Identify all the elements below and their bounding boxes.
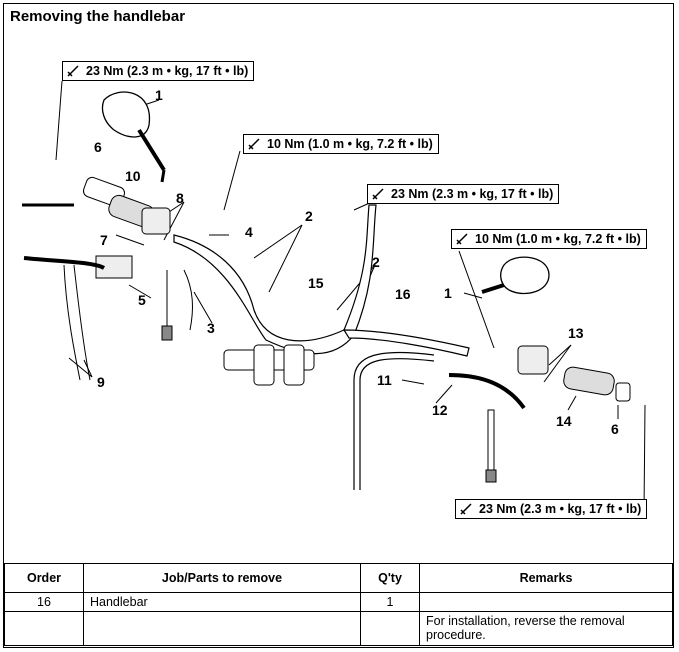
torque-value: 23 Nm (2.3 m • kg, 17 ft • lb) <box>86 64 249 78</box>
callout-11: 11 <box>377 372 392 388</box>
parts-table: Order Job/Parts to remove Q'ty Remarks 1… <box>4 563 673 646</box>
torque-wrench-icon <box>247 137 261 151</box>
callout-3: 3 <box>207 320 215 336</box>
exploded-diagram <box>22 80 646 514</box>
table-cell <box>360 611 420 646</box>
torque-spec-2: 10 Nm (1.0 m • kg, 7.2 ft • lb) <box>243 134 439 154</box>
torque-value: 23 Nm (2.3 m • kg, 17 ft • lb) <box>479 502 642 516</box>
table-row: For installation, reverse the removal pr… <box>4 611 673 646</box>
table-header: Remarks <box>419 563 673 593</box>
table-cell: For installation, reverse the removal pr… <box>419 611 673 646</box>
torque-wrench-icon <box>371 187 385 201</box>
callout-8: 8 <box>176 190 184 206</box>
callout-1-right: 1 <box>444 285 452 301</box>
callout-13: 13 <box>568 325 584 341</box>
callout-5: 5 <box>138 292 146 308</box>
torque-value: 23 Nm (2.3 m • kg, 17 ft • lb) <box>391 187 554 201</box>
callout-2: 2 <box>305 208 313 224</box>
torque-wrench-icon <box>459 502 473 516</box>
torque-value: 10 Nm (1.0 m • kg, 7.2 ft • lb) <box>475 232 641 246</box>
callout-16: 16 <box>395 286 411 302</box>
table-row: 16 Handlebar 1 <box>4 592 673 612</box>
torque-spec-4: 10 Nm (1.0 m • kg, 7.2 ft • lb) <box>451 229 647 249</box>
torque-spec-3: 23 Nm (2.3 m • kg, 17 ft • lb) <box>367 184 560 204</box>
table-cell: 16 <box>4 592 84 612</box>
torque-wrench-icon <box>66 64 80 78</box>
table-header: Job/Parts to remove <box>83 563 361 593</box>
torque-wrench-icon <box>455 232 469 246</box>
callout-15: 15 <box>308 275 324 291</box>
table-header: Order <box>4 563 84 593</box>
page-title: Removing the handlebar <box>10 8 186 25</box>
table-cell <box>4 611 84 646</box>
table-header: Q'ty <box>360 563 420 593</box>
callout-6-right: 6 <box>611 421 619 437</box>
table-header-row: Order Job/Parts to remove Q'ty Remarks <box>4 563 673 593</box>
table-cell: 1 <box>360 592 420 612</box>
callout-6: 6 <box>94 139 102 155</box>
callout-1: 1 <box>155 87 163 103</box>
table-cell: Handlebar <box>83 592 361 612</box>
callout-12: 12 <box>432 402 448 418</box>
callout-7: 7 <box>100 232 108 248</box>
page-frame <box>3 3 674 648</box>
callout-2-right: 2 <box>372 254 380 270</box>
callout-10: 10 <box>125 168 141 184</box>
table-cell <box>419 592 673 612</box>
callout-4: 4 <box>245 224 253 240</box>
torque-value: 10 Nm (1.0 m • kg, 7.2 ft • lb) <box>267 137 433 151</box>
table-cell <box>83 611 361 646</box>
torque-spec-1: 23 Nm (2.3 m • kg, 17 ft • lb) <box>62 61 255 81</box>
callout-9: 9 <box>97 374 105 390</box>
torque-spec-5: 23 Nm (2.3 m • kg, 17 ft • lb) <box>455 499 648 519</box>
callout-14: 14 <box>556 413 572 429</box>
